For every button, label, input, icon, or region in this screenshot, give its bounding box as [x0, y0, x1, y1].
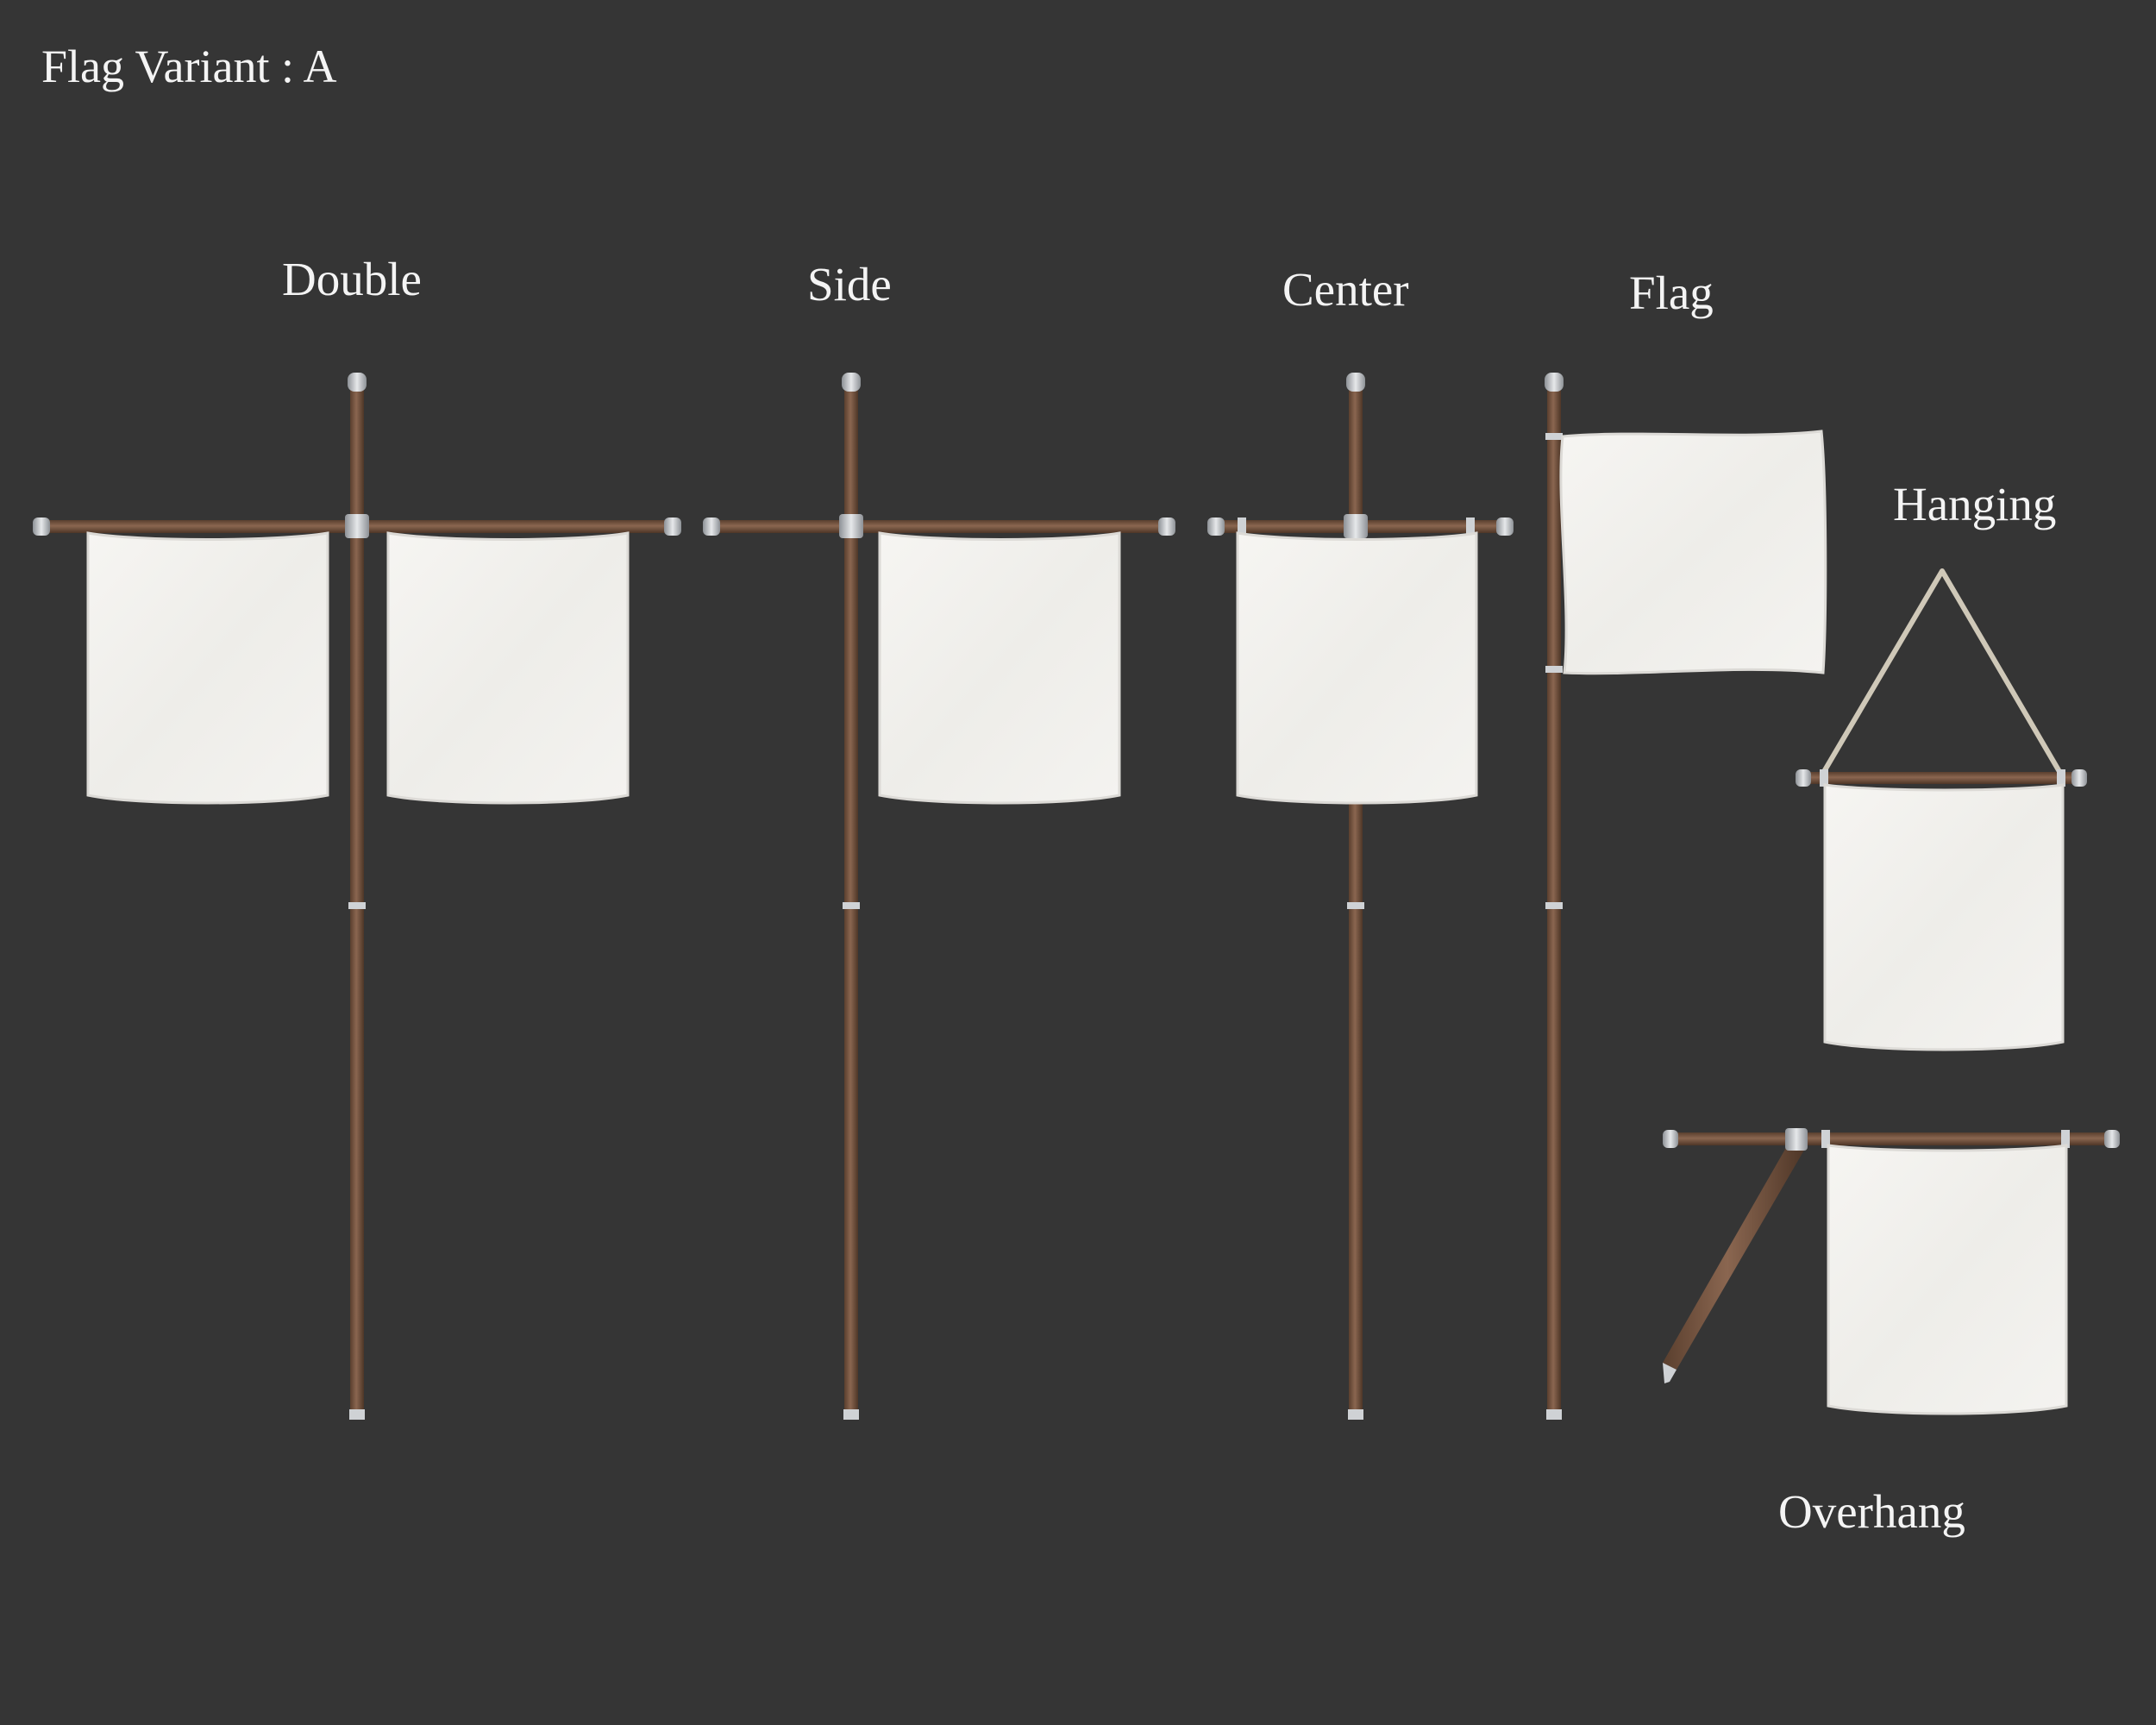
pole-ring [843, 902, 860, 909]
flag-clip [1545, 666, 1563, 673]
waving-flag [1545, 373, 1827, 1420]
pole [844, 380, 858, 1419]
crossbar-joint [1785, 1128, 1808, 1151]
crossbar-end-left [33, 518, 50, 536]
crossbar-clip [2057, 769, 2065, 787]
crossbar-end-right [2071, 769, 2087, 787]
crossbar-end-left [703, 518, 720, 536]
crossbar-joint [1344, 514, 1368, 538]
pole-foot [349, 1409, 365, 1420]
crossbar [1671, 1132, 2111, 1145]
banner-cloth [1236, 531, 1478, 805]
crossbar-clip [2061, 1130, 2070, 1148]
crossbar-end-left [1207, 518, 1225, 536]
pole-foot [1348, 1409, 1363, 1420]
banner-cloth [878, 531, 1121, 805]
label-double: Double [282, 253, 422, 305]
crossbar-end-right [1496, 518, 1514, 536]
banner-cloth [1827, 1144, 2068, 1415]
label-overhang: Overhang [1778, 1485, 1965, 1538]
crossbar-joint [839, 514, 863, 538]
pole-ring [1347, 902, 1364, 909]
pole-ring [1545, 902, 1563, 909]
center-banner [1207, 373, 1514, 1420]
crossbar-end-right [2104, 1130, 2120, 1148]
flag-cloth [1559, 430, 1827, 675]
label-side: Side [807, 258, 892, 310]
overhang-banner [1663, 1128, 2120, 1415]
crossbar-clip [1820, 769, 1828, 787]
support-pole [1663, 1140, 1806, 1370]
pole-cap [348, 373, 367, 392]
pole-foot [1546, 1409, 1562, 1420]
support-tip [1663, 1363, 1677, 1383]
hanging-rope [1820, 568, 2064, 776]
pole [350, 380, 364, 1419]
crossbar-end-left [1796, 769, 1811, 787]
pole-ring [348, 902, 366, 909]
crossbar-clip [1821, 1130, 1830, 1148]
crossbar [1804, 772, 2078, 784]
label-flag: Flag [1629, 267, 1714, 319]
page-title: Flag Variant : A [41, 41, 337, 92]
crossbar [712, 520, 1166, 533]
pole [1547, 380, 1561, 1419]
banner-cloth [86, 531, 329, 805]
pole-cap [1545, 373, 1564, 392]
crossbar-end-left [1663, 1130, 1678, 1148]
crossbar-joint [345, 514, 369, 538]
label-hanging: Hanging [1893, 478, 2057, 530]
flag-clip [1545, 433, 1563, 440]
crossbar-end-right [1158, 518, 1175, 536]
banner-cloth [1823, 783, 2065, 1051]
double-banner [33, 373, 681, 1420]
label-center: Center [1282, 263, 1409, 316]
pole-foot [843, 1409, 859, 1420]
pole-cap [1346, 373, 1365, 392]
side-banner [703, 373, 1175, 1420]
banner-cloth [386, 531, 630, 805]
crossbar-clip [1466, 518, 1475, 536]
hanging-banner [1796, 568, 2087, 1051]
pole-cap [842, 373, 861, 392]
crossbar-end-right [664, 518, 681, 536]
crossbar-clip [1238, 518, 1246, 536]
